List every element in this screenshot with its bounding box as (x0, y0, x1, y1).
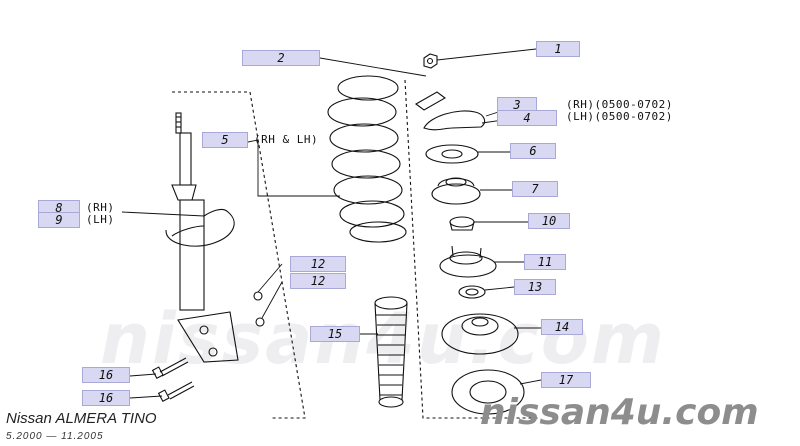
model-name: Nissan ALMERA TINO (6, 410, 157, 427)
callout-5-note: (RH & LH) (254, 133, 319, 146)
top-nut (423, 53, 438, 69)
callout-16-upper[interactable]: 16 (82, 367, 130, 383)
callout-14[interactable]: 14 (541, 319, 583, 335)
strut-assembly (165, 112, 239, 363)
callout-15[interactable]: 15 (310, 326, 360, 342)
callout-4[interactable]: 4 (497, 110, 557, 126)
dashed-boundary-strut (172, 91, 306, 419)
site-watermark: nissan4u.com (480, 392, 759, 433)
upper-spring-seat (439, 245, 497, 278)
leader-lines (121, 48, 542, 399)
upper-plate (425, 144, 479, 164)
callout-11[interactable]: 11 (524, 254, 566, 270)
lower-seat (451, 369, 525, 415)
bearing (458, 285, 486, 299)
callout-7[interactable]: 7 (512, 181, 558, 197)
callout-3[interactable]: 3 (497, 97, 537, 113)
bracket-plate (423, 110, 486, 131)
coil-spring (327, 75, 407, 243)
callout-10[interactable]: 10 (528, 213, 570, 229)
upper-insulator (441, 313, 519, 355)
dust-boot (374, 296, 408, 408)
callout-3-note: (RH)(0500-0702) (566, 98, 673, 111)
callout-17[interactable]: 17 (541, 372, 591, 388)
callout-2[interactable]: 2 (242, 50, 320, 66)
callout-16-lower[interactable]: 16 (82, 390, 130, 406)
dashed-boundary-mount (404, 79, 540, 419)
callout-13[interactable]: 13 (514, 279, 556, 295)
mounting-nuts (253, 291, 265, 327)
callout-4-note: (LH)(0500-0702) (566, 110, 673, 123)
callout-6[interactable]: 6 (510, 143, 556, 159)
callout-1[interactable]: 1 (536, 41, 580, 57)
strut-mount (431, 177, 481, 205)
callout-8-note: (RH) (86, 201, 115, 214)
background-watermark: nissan4u.com (100, 298, 666, 380)
callout-9-note: (LH) (86, 213, 115, 226)
callout-12-lower[interactable]: 12 (290, 273, 346, 289)
callout-12-upper[interactable]: 12 (290, 256, 346, 272)
callout-5[interactable]: 5 (202, 132, 248, 148)
callout-9[interactable]: 9 (38, 212, 80, 228)
production-dates: 5.2000 — 11.2005 (6, 431, 104, 442)
mounting-bolts (151, 357, 195, 403)
top-washer (415, 91, 446, 111)
bump-stop (449, 216, 475, 231)
